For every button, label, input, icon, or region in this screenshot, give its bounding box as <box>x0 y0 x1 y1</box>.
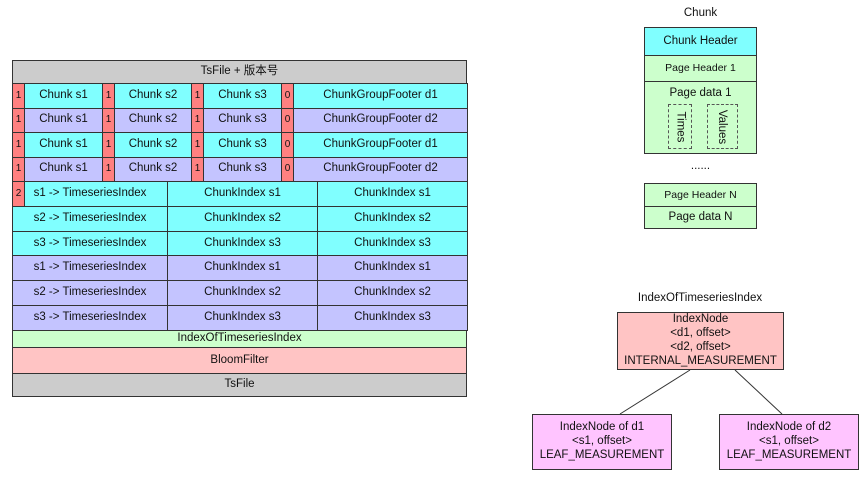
chunk-cell: Chunk s3 <box>203 132 282 158</box>
chunk-cell: Chunk s1 <box>24 156 103 182</box>
timeseries-index-cell: s2 -> TimeseriesIndex <box>12 205 168 232</box>
chunk-index-cell: ChunkIndex s1 <box>317 255 468 282</box>
ellipsis: ...... <box>690 160 711 172</box>
chunk-index-cell: ChunkIndex s1 <box>317 181 468 207</box>
root-line: <d1, offset> <box>670 327 731 340</box>
index-node-d2: IndexNode of d2<s1, offset>LEAF_MEASUREM… <box>719 414 859 470</box>
edge-right <box>734 369 783 415</box>
timeseries-index-cell: s1 -> TimeseriesIndex <box>12 181 168 207</box>
timeseries-index-cell: s3 -> TimeseriesIndex <box>12 305 168 331</box>
chunk-index-cell: ChunkIndex s3 <box>317 230 468 257</box>
chunk-cell: Chunk s1 <box>24 83 103 109</box>
chunk-cell: Chunk s3 <box>203 83 282 109</box>
chunk-group-footer: ChunkGroupFooter d2 <box>293 107 468 133</box>
times-block: Times <box>668 104 692 149</box>
tsfile-footer: TsFile <box>12 373 467 397</box>
timeseries-index-cell: s2 -> TimeseriesIndex <box>12 280 168 306</box>
values-block: Values <box>707 104 738 149</box>
root-line: <d2, offset> <box>670 341 731 353</box>
edge-left <box>619 369 691 415</box>
root-line: INTERNAL_MEASUREMENT <box>624 354 777 367</box>
chunk-index-cell: ChunkIndex s2 <box>167 280 318 306</box>
d1-line: IndexNode of d1 <box>559 421 645 434</box>
index-node-root: IndexNode<d1, offset><d2, offset>INTERNA… <box>617 312 784 370</box>
chunk-index-cell: ChunkIndex s3 <box>167 230 318 257</box>
chunk-index-cell: ChunkIndex s1 <box>167 255 318 282</box>
d2-line: LEAF_MEASUREMENT <box>726 448 852 461</box>
index-flag-cell: 2 <box>12 181 25 207</box>
bloom-filter: BloomFilter <box>12 347 467 374</box>
page-header-1: Page Header 1 <box>644 55 757 82</box>
chunk-cell: Chunk s2 <box>114 83 192 109</box>
chunk-index-cell: ChunkIndex s3 <box>167 305 318 331</box>
page-data-n: Page data N <box>644 206 757 229</box>
d2-line: <s1, offset> <box>759 435 819 448</box>
chunk-cell: Chunk s2 <box>114 132 192 158</box>
chunk-index-cell: ChunkIndex s2 <box>317 205 468 232</box>
root-line: IndexNode <box>672 313 729 326</box>
d1-line: <s1, offset> <box>572 435 632 448</box>
chunk-title: Chunk <box>683 7 718 19</box>
d1-line: LEAF_MEASUREMENT <box>539 448 665 461</box>
tsfile-header: TsFile + 版本号 <box>12 60 467 84</box>
d2-line: IndexNode of d2 <box>746 421 832 434</box>
page-data-1: Page data 1 <box>644 81 757 154</box>
page-header-n: Page Header N <box>644 183 757 207</box>
tree-title: IndexOfTimeseriesIndex <box>637 292 763 304</box>
index-node-d1: IndexNode of d1<s1, offset>LEAF_MEASUREM… <box>532 414 672 470</box>
